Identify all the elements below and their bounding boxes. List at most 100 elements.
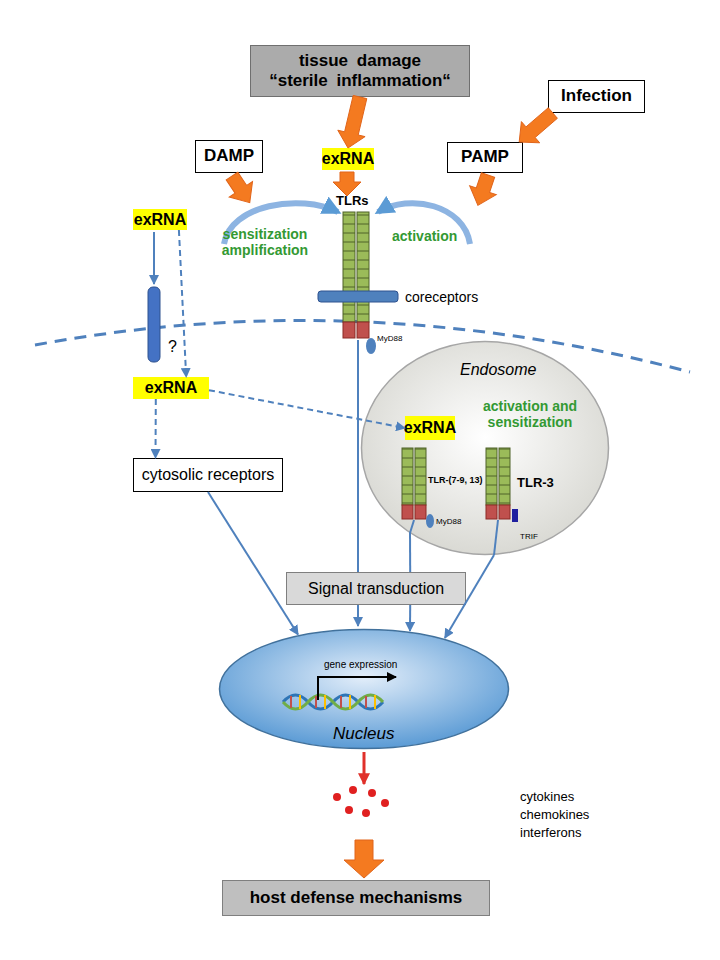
node-text: tissue damage “sterile inflammation“: [267, 51, 453, 92]
cell-membrane: [35, 321, 690, 372]
orange-connector: [338, 95, 367, 148]
tlr-receptor: [415, 448, 426, 505]
node-text: host defense mechanisms: [250, 888, 463, 908]
uptake-arrow: [153, 232, 155, 284]
signal-line: [410, 520, 414, 533]
dna-rung: [299, 695, 301, 709]
annotation-label: TLRs: [336, 194, 369, 209]
node-text: DAMP: [204, 146, 254, 166]
dna-strand: [283, 695, 383, 709]
signal-connector: [409, 532, 411, 572]
orange-arrow: [220, 168, 261, 210]
dna-rung: [315, 696, 317, 708]
dna-rung: [365, 696, 367, 708]
highlight-tag: exRNA: [405, 416, 455, 440]
dashed-connector: [179, 230, 186, 377]
adaptor-oval: [426, 514, 434, 528]
node-text: gene expression: [324, 659, 397, 671]
annotation-label: ?: [168, 338, 177, 356]
cytokine-dot: [368, 789, 376, 797]
node-text: Nucleus: [333, 724, 394, 744]
dashed-connector: [155, 399, 157, 458]
node-text: cytosolic receptors: [142, 465, 275, 484]
receptor-bar: [148, 287, 160, 362]
tir-domain: [415, 505, 426, 519]
endosome-ellipse: Endosome exRNA: [360, 340, 610, 556]
adaptor-rect: [512, 509, 518, 522]
tir-domain: [343, 322, 355, 338]
node-text: Endosome: [460, 360, 537, 379]
annotation-label: coreceptors: [405, 289, 478, 305]
orange-arrow: [465, 171, 502, 210]
tir-domain: [402, 505, 413, 519]
source-box: PAMP: [447, 142, 523, 173]
source-box: Infection: [548, 80, 645, 113]
dna-strand: [283, 695, 383, 709]
dna-rung: [290, 696, 292, 708]
annotation-label: activation: [392, 228, 457, 244]
signal-line: [494, 520, 498, 555]
annotation-label: sensitization amplification: [213, 226, 317, 258]
cytokine-dot: [345, 806, 353, 814]
node-text: exRNA: [145, 378, 197, 397]
transcription-arrow: [318, 677, 396, 700]
outcome-box: host defense mechanisms: [222, 880, 490, 916]
annotation-label: chemokines: [520, 808, 589, 823]
signal-connector: [208, 492, 298, 635]
source-box: DAMP: [195, 140, 263, 173]
cytokine-dot: [362, 809, 370, 817]
node-text: Infection: [561, 86, 632, 106]
tir-domain: [499, 505, 510, 519]
highlight-tag: exRNA: [322, 148, 374, 170]
stimulus-box: tissue damage “sterile inflammation“: [250, 45, 470, 97]
highlight-tag: exRNA: [133, 377, 209, 399]
annotation-label: MyD88: [377, 334, 402, 343]
highlight-tag: exRNA: [133, 209, 187, 230]
signal-connector: [445, 555, 494, 638]
node-text: exRNA: [404, 418, 456, 437]
signal-connector: [409, 605, 411, 631]
dna-rung: [349, 695, 351, 709]
orange-arrow: [333, 172, 361, 196]
process-box: Signal transduction: [286, 572, 466, 605]
annotation-label: activation and sensitization: [478, 398, 582, 430]
tlr-receptor: [486, 448, 497, 505]
tlr-receptor: [343, 212, 355, 322]
node-text: PAMP: [461, 147, 509, 167]
cytokine-dot: [333, 793, 341, 801]
tlr-receptor: [357, 212, 369, 322]
tlr-receptor: [499, 448, 510, 505]
cytokine-dot: [349, 786, 357, 794]
tir-domain: [486, 505, 497, 519]
node-text: exRNA: [322, 149, 374, 168]
tir-domain: [357, 322, 369, 338]
dna-rung: [374, 695, 376, 709]
annotation-label: cytokines: [520, 790, 574, 805]
dna-rung: [324, 695, 326, 709]
secretion-arrow: [363, 752, 366, 784]
receptor-box: cytosolic receptors: [133, 458, 283, 492]
annotation-label: TLR-3: [517, 476, 554, 491]
dna-rung: [340, 696, 342, 708]
node-text: Signal transduction: [308, 579, 444, 598]
adaptor-oval: [366, 338, 376, 354]
tlr-receptor: [402, 448, 413, 505]
orange-connector: [519, 108, 557, 143]
dashed-connector: [209, 390, 405, 428]
nucleus-ellipse: gene expressionNucleus: [218, 628, 510, 750]
ellipse-shape: [220, 630, 509, 749]
node-text: exRNA: [134, 210, 186, 229]
coreceptor-bar: [318, 291, 398, 302]
ellipse-shape: [362, 342, 609, 555]
cytokine-dot: [381, 799, 389, 807]
annotation-label: TLR-(7-9, 13): [428, 475, 483, 485]
annotation-label: interferons: [520, 826, 581, 841]
annotation-label: MyD88: [436, 517, 461, 526]
curved-arrow: [378, 203, 470, 244]
